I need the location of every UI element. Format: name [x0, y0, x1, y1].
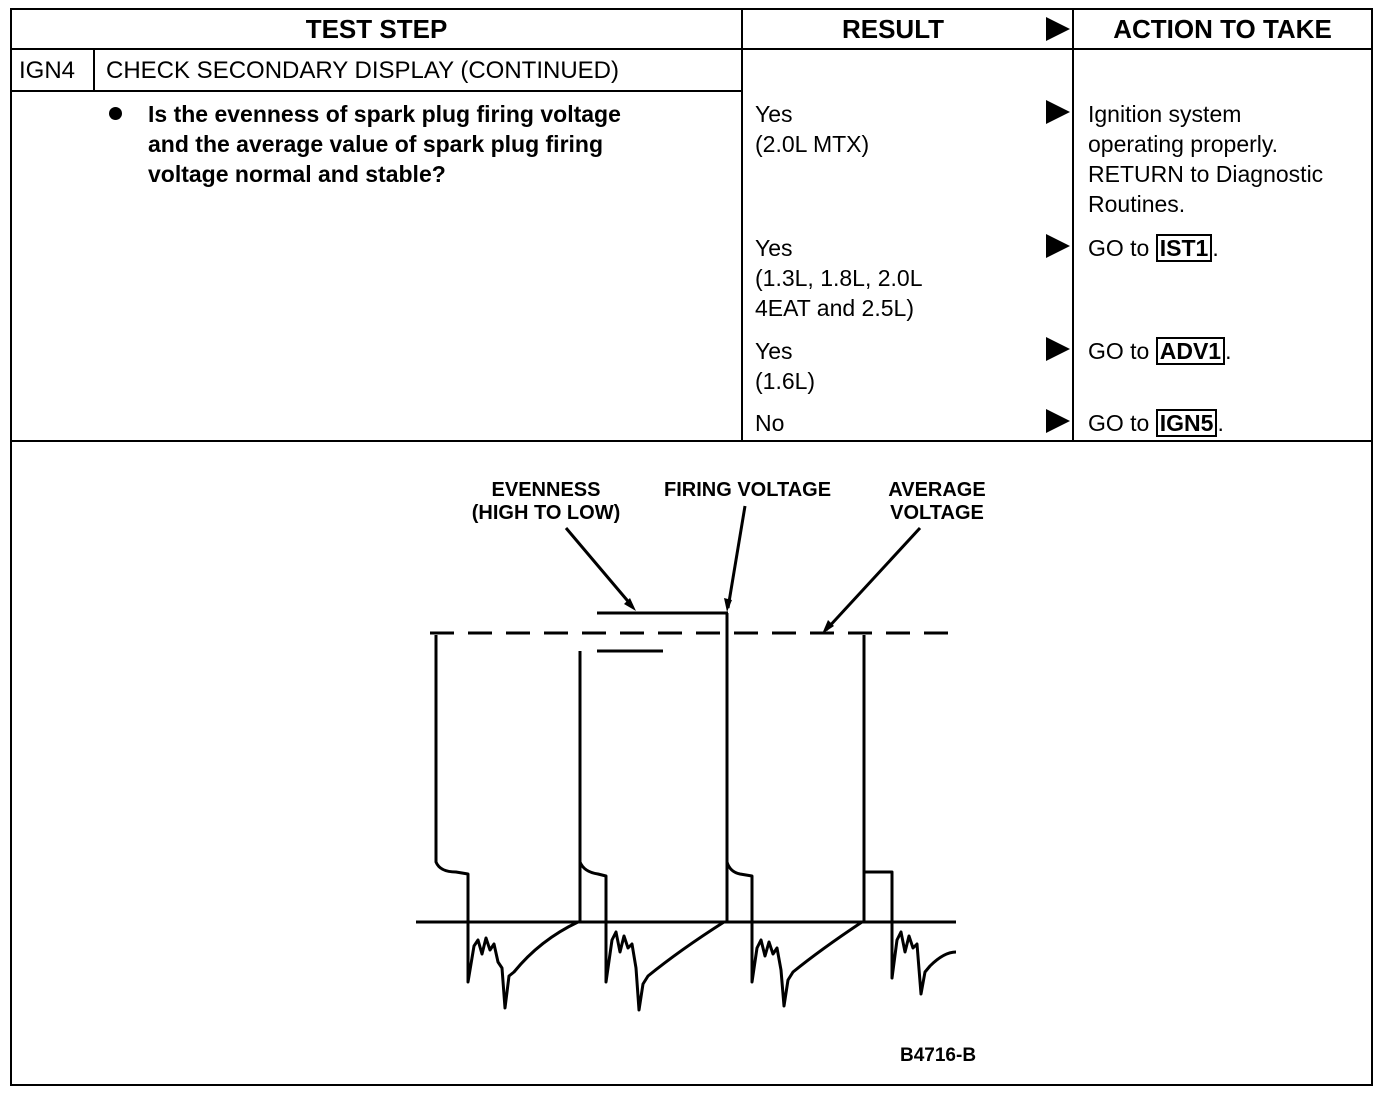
waveform-cylinder-3 — [725, 613, 863, 1008]
step-id: IGN4 — [19, 57, 76, 84]
result-row-1: Yes (2.0L MTX) — [755, 101, 870, 157]
action-row-4: GO to IGN5. — [1088, 408, 1224, 438]
column-divider-result — [741, 8, 743, 442]
header-result: RESULT — [841, 14, 945, 44]
waveform-cylinder-1 — [434, 635, 579, 1010]
label-firing-voltage: FIRING VOLTAGE — [664, 479, 832, 501]
action-row-3-prefix: GO to — [1088, 338, 1156, 364]
bullet-icon — [109, 107, 122, 120]
table-border-left — [10, 8, 12, 1086]
step-title-divider — [10, 90, 743, 92]
header-test-step: TEST STEP — [305, 14, 448, 44]
average-arrowhead-icon — [822, 620, 834, 634]
step-title: CHECK SECONDARY DISPLAY (CONTINUED) — [106, 57, 619, 84]
table-border-bottom — [10, 1084, 1373, 1086]
result-arrow-icon-2 — [1046, 234, 1070, 258]
ref-link-adv1[interactable]: ADV1 — [1155, 337, 1226, 365]
average-voltage-leader — [824, 526, 922, 632]
action-row-3: GO to ADV1. — [1088, 336, 1232, 366]
action-row-1: Ignition system operating properly. RETU… — [1088, 101, 1324, 217]
table-border-right — [1371, 8, 1373, 1086]
evenness-arrowhead-icon — [624, 598, 636, 611]
waveform-cylinder-4 — [862, 635, 957, 996]
label-average-voltage: AVERAGE VOLTAGE — [888, 479, 986, 524]
result-arrow-icon-3 — [1046, 337, 1070, 361]
waveform-cylinder-2 — [578, 651, 725, 1012]
evenness-leader — [564, 527, 634, 607]
ref-link-ign5[interactable]: IGN5 — [1155, 409, 1218, 437]
result-row-2: Yes (1.3L, 1.8L, 2.0L 4EAT and 2.5L) — [755, 235, 923, 321]
result-arrow-icon-1 — [1046, 100, 1070, 124]
action-row-3-suffix: . — [1225, 338, 1232, 364]
header-action: ACTION TO TAKE — [1113, 14, 1332, 44]
figure-code: B4716-B — [900, 1045, 977, 1066]
column-divider-action — [1072, 8, 1074, 442]
header-arrow-icon — [1046, 17, 1070, 41]
header-divider — [10, 48, 1373, 50]
action-row-2: GO to IST1. — [1088, 233, 1219, 263]
firing-arrowhead-icon — [724, 598, 732, 612]
action-row-2-suffix: . — [1212, 235, 1219, 261]
ref-link-ist1[interactable]: IST1 — [1155, 234, 1213, 262]
result-arrow-icon-4 — [1046, 409, 1070, 433]
result-row-4: No — [755, 410, 785, 436]
result-row-3: Yes (1.6L) — [755, 338, 816, 394]
table-border-top — [10, 8, 1373, 10]
action-row-2-prefix: GO to — [1088, 235, 1156, 261]
step-id-divider — [93, 48, 95, 92]
firing-voltage-leader — [726, 505, 747, 609]
action-row-4-suffix: . — [1217, 410, 1224, 436]
action-row-4-prefix: GO to — [1088, 410, 1156, 436]
step-question: Is the evenness of spark plug firing vol… — [148, 101, 621, 187]
diagram-divider — [10, 440, 1373, 442]
label-evenness: EVENNESS (HIGH TO LOW) — [471, 479, 621, 524]
